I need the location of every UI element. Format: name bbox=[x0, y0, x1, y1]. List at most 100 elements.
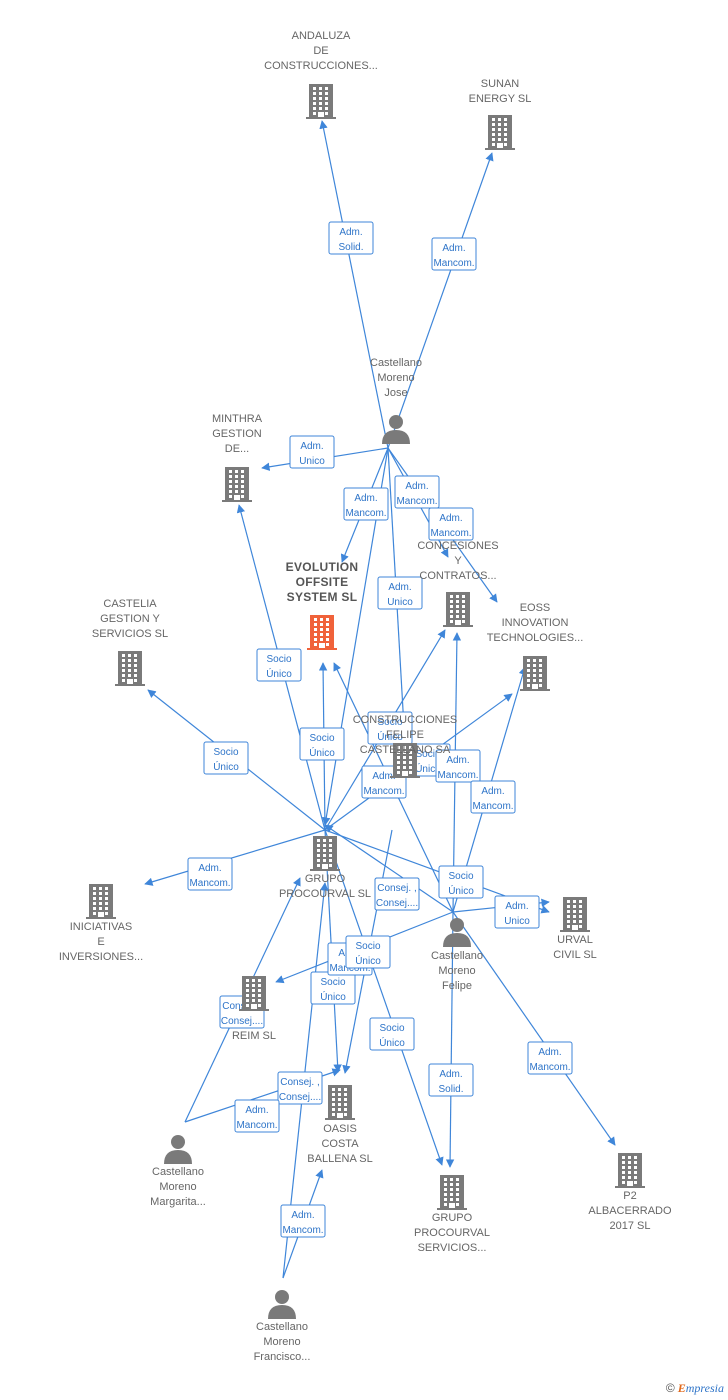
edge-label-text: Único bbox=[213, 760, 239, 773]
edge-label[interactable]: Adm.Unico bbox=[377, 576, 423, 610]
node-label: CONCESIONES bbox=[417, 540, 498, 552]
edge-cmjose-sunan bbox=[387, 152, 494, 449]
edge-label[interactable]: Adm.Mancom. bbox=[280, 1204, 326, 1238]
node-reim[interactable]: REIM SL bbox=[232, 976, 276, 1042]
edge-label-text: Mancom. bbox=[529, 1062, 570, 1073]
edge-label[interactable]: Adm.Mancom. bbox=[431, 237, 477, 271]
edge-label-text: Mancom. bbox=[437, 770, 478, 781]
edge-label[interactable]: Adm.Mancom. bbox=[428, 507, 474, 541]
node-label: EOSS bbox=[520, 602, 551, 614]
edge-label-text: Socio bbox=[377, 717, 402, 728]
edge-label[interactable]: Adm.Mancom. bbox=[234, 1099, 280, 1133]
node-eoss[interactable]: EOSSINNOVATIONTECHNOLOGIES... bbox=[487, 602, 584, 691]
building-icon bbox=[86, 884, 116, 919]
node-label: OFFSITE bbox=[296, 575, 349, 589]
brand-footer: © Empresia bbox=[666, 1381, 724, 1396]
node-label: Moreno bbox=[377, 372, 414, 384]
node-minthra[interactable]: MINTHRAGESTIONDE... bbox=[212, 413, 263, 502]
edge-grupo-iniciativas bbox=[144, 829, 326, 886]
node-label: BALLENA SL bbox=[307, 1153, 372, 1165]
node-label: Moreno bbox=[159, 1181, 196, 1193]
node-label: CASTELIA bbox=[103, 598, 157, 610]
node-label: E bbox=[97, 936, 104, 948]
edge-label-text: Único bbox=[266, 667, 292, 680]
edge-label[interactable]: Adm.Mancom. bbox=[394, 475, 440, 509]
edge-label-text: Consej.... bbox=[221, 1016, 263, 1027]
edge-label[interactable]: Adm.Unico bbox=[494, 895, 540, 929]
node-label: MINTHRA bbox=[212, 413, 263, 425]
building-icon bbox=[615, 1153, 645, 1188]
edge-label-text: Adm. bbox=[439, 1069, 462, 1080]
edge-label[interactable]: Adm.Solid. bbox=[428, 1063, 474, 1097]
edge-label-text: Socio bbox=[355, 941, 380, 952]
edge-cmfelipe-gpservicios bbox=[445, 911, 455, 1168]
edge-cmfelipe-p2 bbox=[452, 911, 616, 1146]
edge-label[interactable]: Adm.Mancom. bbox=[343, 487, 389, 521]
edge-label[interactable]: Adm.Mancom. bbox=[187, 857, 233, 891]
node-cmmargarita[interactable]: CastellanoMorenoMargarita... bbox=[150, 1135, 206, 1208]
building-icon bbox=[325, 1085, 355, 1120]
edge-label-text: Adm. bbox=[442, 243, 465, 254]
node-gpservicios[interactable]: GRUPOPROCOURVALSERVICIOS... bbox=[414, 1175, 490, 1254]
edge-label-box bbox=[394, 475, 440, 509]
edge-label-text: Adm. bbox=[372, 771, 395, 782]
node-label: SERVICIOS SL bbox=[92, 628, 168, 640]
edge-label[interactable]: Adm.Mancom. bbox=[470, 780, 516, 814]
node-label: ENERGY SL bbox=[469, 93, 532, 105]
node-andaluza[interactable]: ANDALUZADECONSTRUCCIONES... bbox=[264, 30, 378, 119]
building-icon bbox=[222, 467, 252, 502]
node-iniciativas[interactable]: INICIATIVASEINVERSIONES... bbox=[59, 884, 143, 963]
node-label: SYSTEM SL bbox=[287, 590, 358, 604]
building-icon bbox=[307, 615, 337, 650]
edge-label-box bbox=[256, 648, 302, 682]
node-label: OASIS bbox=[323, 1123, 357, 1135]
edge-label-box bbox=[345, 935, 391, 969]
edge-label-text: Consej. , bbox=[377, 883, 416, 894]
edge-label[interactable]: Adm.Unico bbox=[289, 435, 335, 469]
node-castelia[interactable]: CASTELIA GESTION Y SERVICIOS SL bbox=[92, 598, 168, 686]
edge-label-text: Mancom. bbox=[396, 496, 437, 507]
node-concesiones[interactable]: CONCESIONESYCONTRATOS... bbox=[417, 540, 499, 627]
node-cmfrancisco[interactable]: CastellanoMorenoFrancisco... bbox=[254, 1290, 311, 1363]
node-label: REIM SL bbox=[232, 1030, 276, 1042]
node-label: CONSTRUCCIONES... bbox=[264, 60, 378, 72]
node-label: GESTION Y bbox=[100, 613, 160, 625]
edge-label-text: Adm. bbox=[538, 1047, 561, 1058]
edge-label-box bbox=[527, 1041, 573, 1075]
edge-label[interactable]: Consej. ,Consej.... bbox=[374, 877, 420, 911]
edge-label[interactable]: Adm. Mancom. bbox=[527, 1041, 573, 1075]
edge-label-text: Único bbox=[355, 954, 381, 967]
edge-label-text: Socio bbox=[379, 1023, 404, 1034]
edge-label[interactable]: Adm.Mancom. bbox=[435, 749, 481, 783]
edge-label-text: Adm. bbox=[291, 1210, 314, 1221]
node-label: Francisco... bbox=[254, 1351, 311, 1363]
edge-label-text: Único bbox=[377, 730, 403, 743]
edge-label[interactable]: Consej. ,Consej.... bbox=[277, 1071, 323, 1105]
building-icon bbox=[520, 656, 550, 691]
node-label: DE... bbox=[225, 443, 249, 455]
node-label: EVOLUTION bbox=[286, 560, 359, 574]
edge-label-text: Adm. bbox=[354, 493, 377, 504]
edge-label-box bbox=[367, 711, 413, 745]
edge-label[interactable]: Adm.Solid. bbox=[328, 221, 374, 255]
node-label: FELIPE bbox=[386, 729, 424, 741]
edge-label-text: Consej. , bbox=[280, 1077, 319, 1088]
